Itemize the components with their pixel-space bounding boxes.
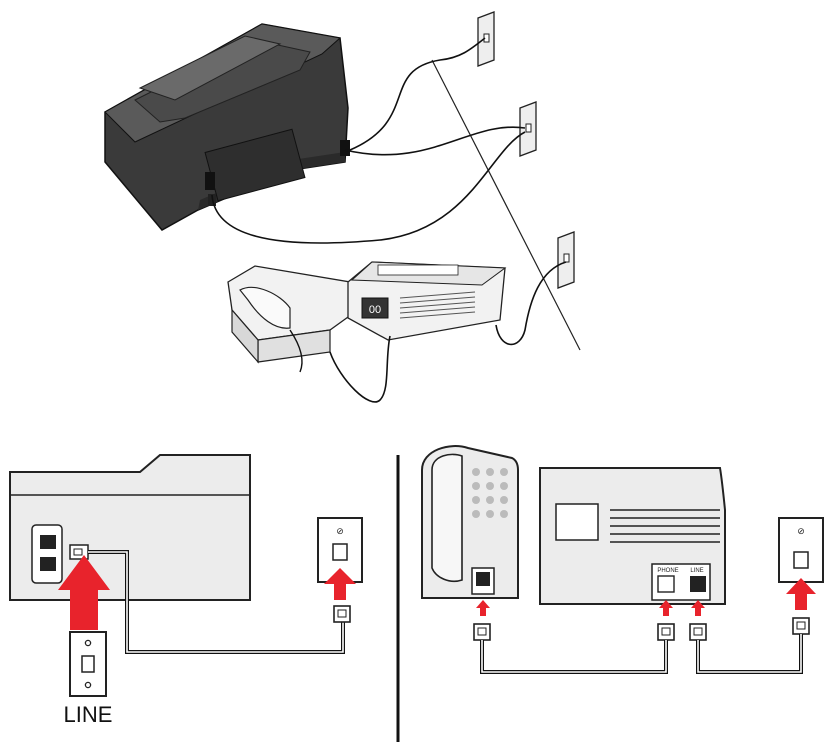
arrow-up-wall-icon: [786, 578, 816, 610]
top-illustration: 00: [104, 11, 581, 403]
wall-jack-far-right-icon: ⊘: [778, 517, 824, 583]
wall-jack-1-icon: [477, 11, 495, 67]
arrow-up-large-icon: [58, 555, 110, 630]
arrow-up-fax-line-icon: [691, 600, 705, 616]
cable-printer-wall2: [344, 126, 526, 156]
rj11-plug-wall-icon: [792, 617, 810, 635]
printer-back-body: [9, 454, 251, 601]
rj11-plug-fax-line-icon: [689, 623, 707, 641]
port-line-icon: [40, 557, 56, 571]
wall-edge-line: [431, 59, 581, 351]
wall-jack-2-icon: [519, 101, 537, 157]
answering-machine-icon: 00: [347, 261, 507, 341]
port-line-label: LINE: [690, 568, 703, 574]
answering-machine-display: [361, 297, 389, 319]
fax-line-port-icon: [690, 576, 706, 592]
bottom-left-panel: ⊘ LINE: [9, 454, 363, 727]
fax-machine-icon: PHONE LINE: [539, 467, 726, 605]
cable-handset: [289, 329, 303, 373]
arrow-up-icon: [324, 568, 356, 600]
printer-port-block: [31, 524, 63, 584]
svg-text:⊘: ⊘: [797, 526, 805, 536]
port-ext-icon: [40, 535, 56, 549]
cable-printer-wall2-b: [211, 131, 526, 244]
port-phone-label: PHONE: [657, 568, 678, 574]
cable-fax-wall: [696, 634, 803, 674]
answering-machine-display-label: 00: [369, 304, 381, 316]
arrow-up-fax-phone-icon: [659, 600, 673, 616]
rj11-plug-phone-icon: [473, 623, 491, 641]
cable-printer-wall1: [349, 37, 486, 151]
arrow-up-phone-icon: [476, 600, 490, 616]
telephone-icon: [227, 265, 356, 364]
phone-front-icon: [421, 445, 519, 599]
bottom-right-panel: PHONE LINE ⊘: [421, 445, 824, 674]
line-wall-jack-label: LINE: [64, 702, 113, 727]
line-wall-jack-icon: [69, 631, 107, 697]
wall-jack-3-icon: [557, 231, 575, 289]
cable-phone-fax: [480, 640, 668, 674]
printer-illustration: [104, 23, 350, 231]
cable-phone-answering: [329, 335, 391, 403]
fax-phone-port-icon: [657, 575, 675, 593]
rj11-plug-fax-phone-icon: [657, 623, 675, 641]
cable-answering-wall3: [495, 261, 567, 346]
svg-text:⊘: ⊘: [336, 526, 344, 536]
